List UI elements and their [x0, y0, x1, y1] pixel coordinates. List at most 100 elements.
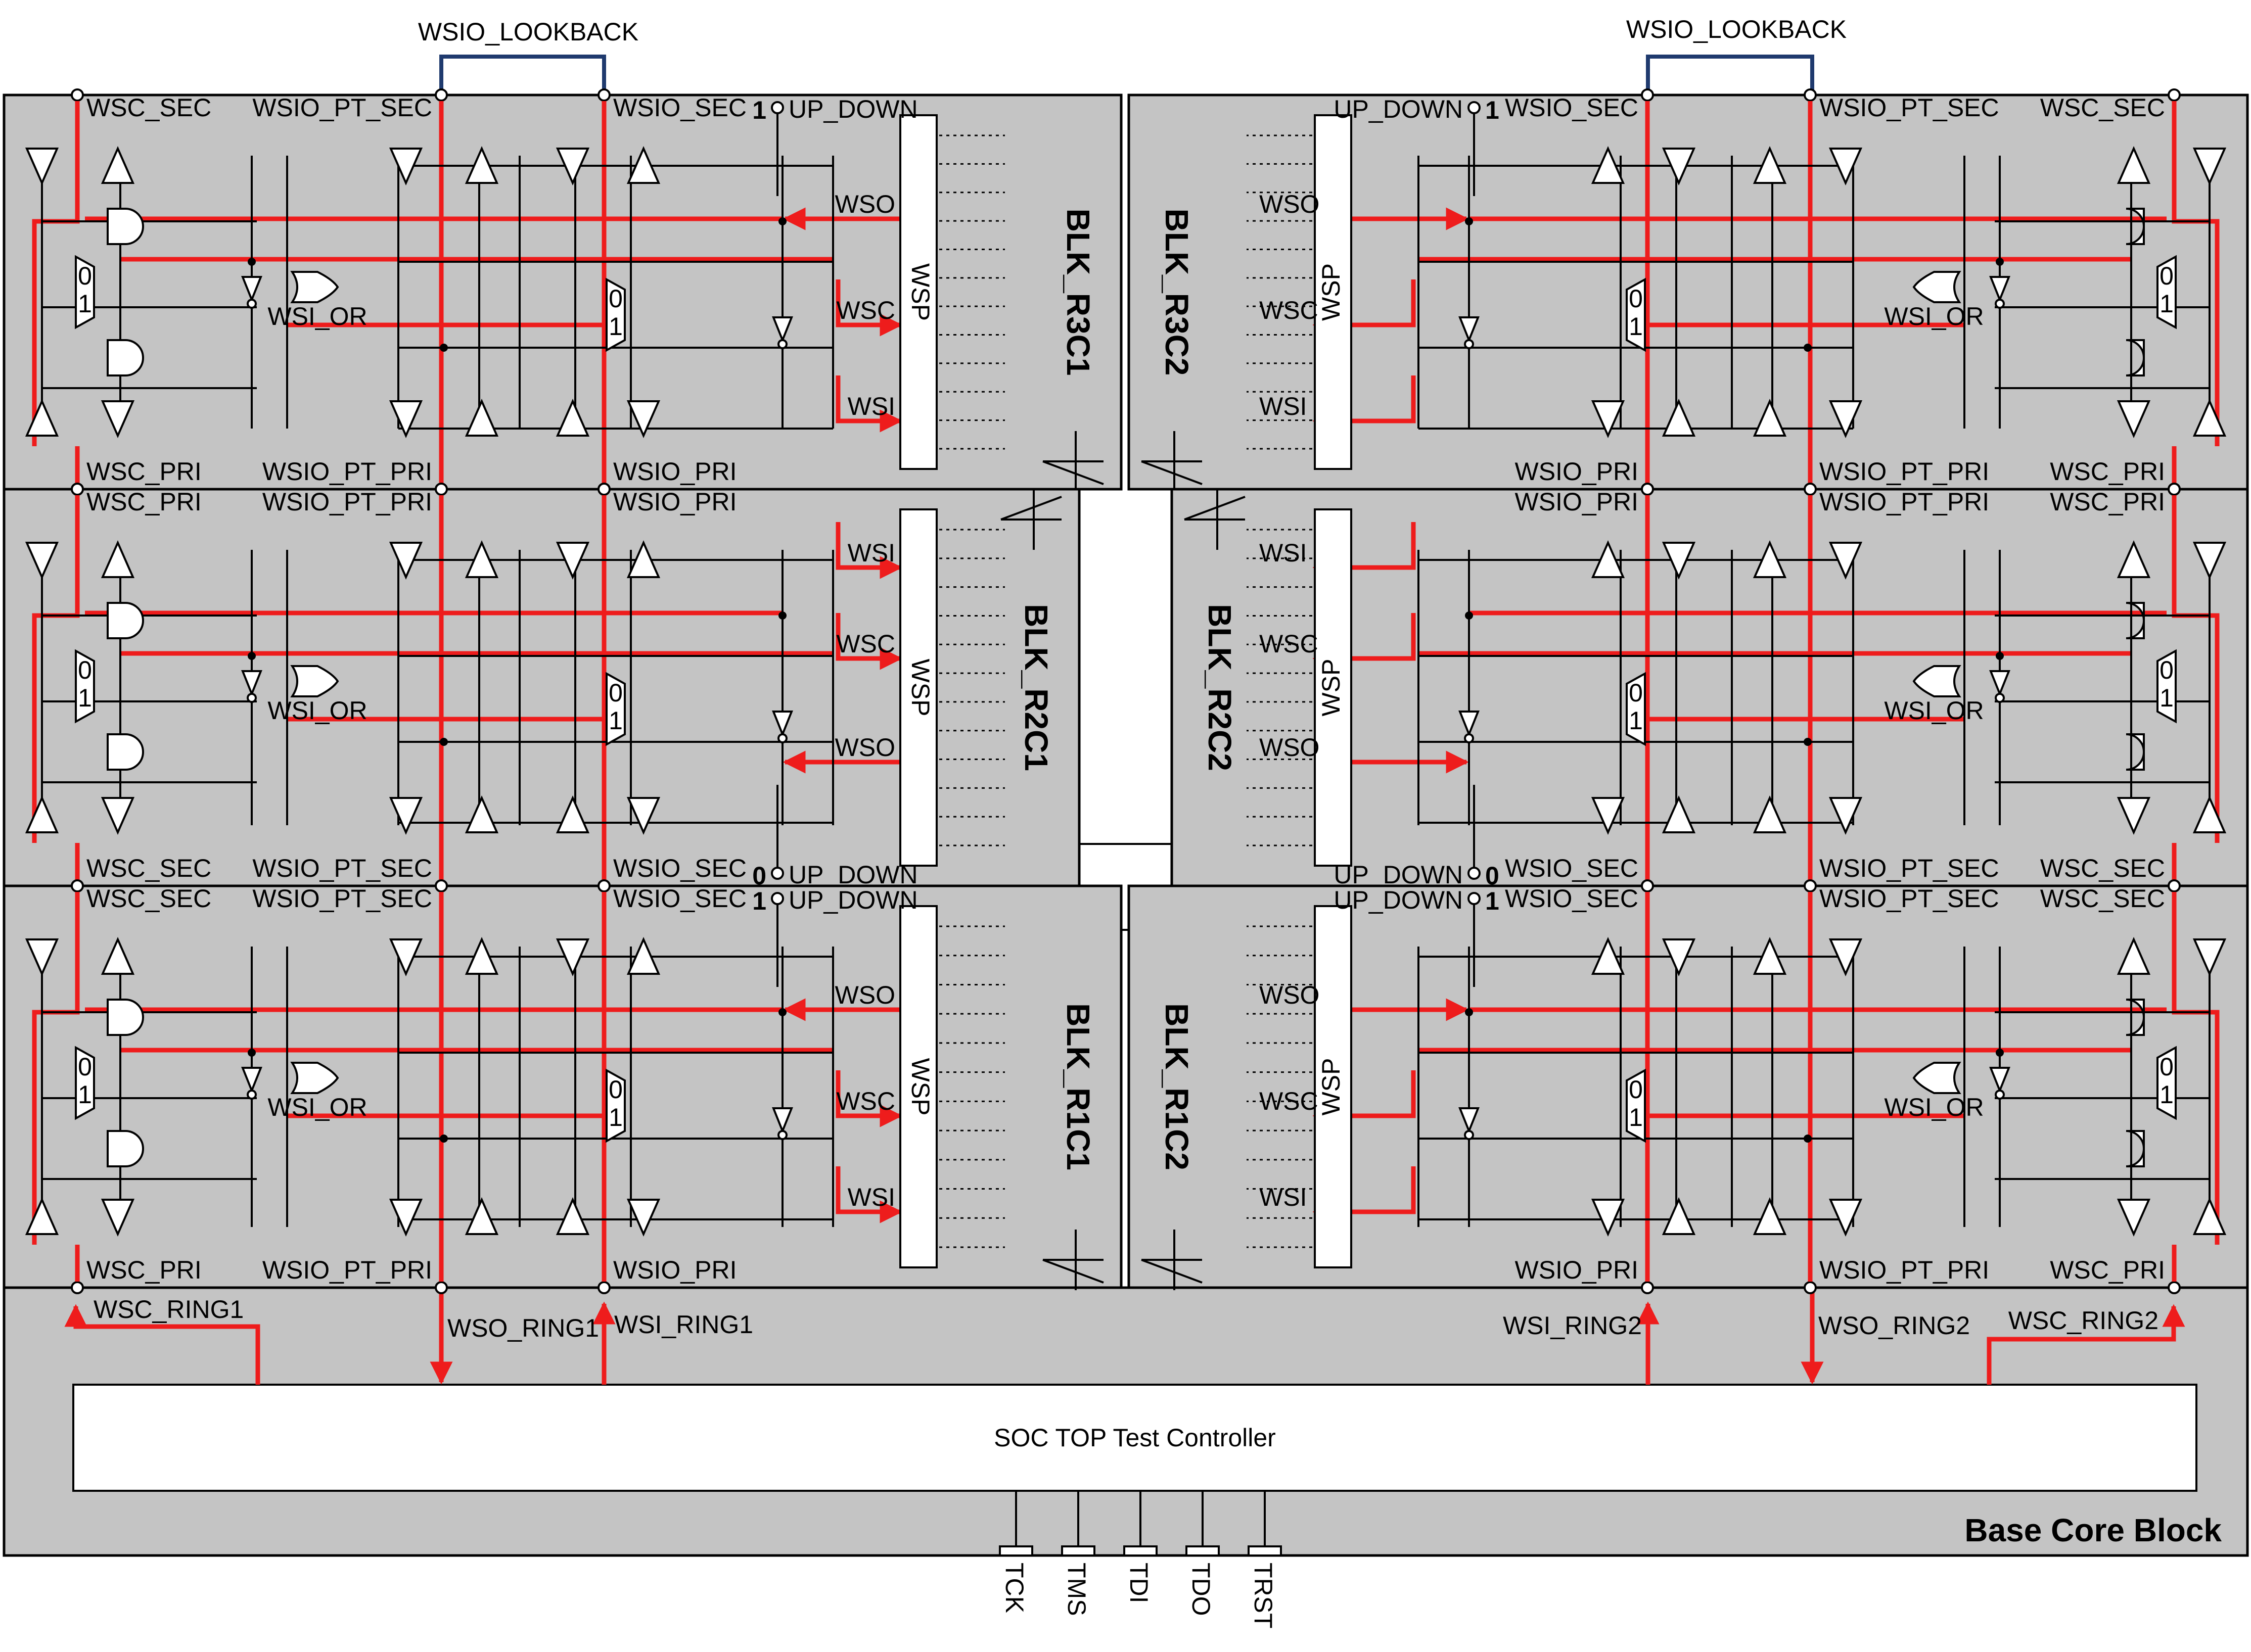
mux-input-label: 1 [78, 684, 92, 712]
wsp-signal-label: WSC [836, 1087, 895, 1115]
test-controller-box [72, 1384, 2197, 1492]
wsi-or-label: WSI_OR [267, 302, 367, 331]
buffer-gate [1828, 1199, 1863, 1237]
buffer-gate [626, 400, 661, 438]
buffer-gate [2117, 937, 2151, 975]
wsp-label: WSP [906, 263, 935, 321]
buffer-gate [1662, 795, 1696, 833]
and-gate [2126, 733, 2145, 771]
mux-input-label: 0 [2160, 262, 2174, 290]
buffer-gate [101, 937, 135, 975]
inverter-bubble [1464, 339, 1474, 349]
port-label: WSIO_SEC [1505, 884, 1638, 913]
buffer-gate [389, 797, 423, 835]
mux [606, 672, 626, 746]
or-gate [1912, 1062, 1961, 1094]
base-core-label: Base Core Block [1964, 1512, 2222, 1548]
buffer-gate [556, 1197, 590, 1235]
inverter-bubble [777, 1130, 788, 1140]
wsp-signal-label: WSI [1259, 1183, 1307, 1211]
buffer-gate [2192, 542, 2227, 580]
port-label: WSIO_PT_SEC [252, 884, 432, 913]
mux [2156, 255, 2177, 329]
port-label: WSC_PRI [86, 1256, 202, 1284]
inverter-gate [1458, 316, 1480, 343]
port-label: WSIO_SEC [613, 854, 747, 882]
junction-dot [778, 217, 787, 225]
buffer-gate [626, 1199, 661, 1237]
wsp-signal-label: WSC [1259, 1087, 1318, 1115]
inverter-bubble [1995, 693, 2005, 703]
port-label: WSC_SEC [86, 854, 211, 882]
buffer-gate [1753, 540, 1787, 578]
block-blk-r1c1: WSC_SECWSC_PRIWSIO_PT_SECWSIO_PT_PRIWSIO… [3, 879, 1123, 1294]
mux-input-label: 0 [1629, 679, 1643, 707]
wsi-or-label: WSI_OR [267, 696, 367, 725]
test-controller-label: SOC TOP Test Controller [994, 1424, 1276, 1452]
junction-dot [248, 652, 256, 660]
buffer-gate [389, 400, 423, 438]
junction-dot [440, 1135, 448, 1143]
mux [75, 649, 95, 724]
port-top [435, 879, 448, 892]
signal-paths [32, 892, 903, 1282]
and-gate [2126, 1130, 2145, 1167]
port-label: WSIO_PT_SEC [252, 854, 432, 882]
svg-text:TRST: TRST [1249, 1563, 1277, 1629]
wsp-signal-label: WSI [848, 539, 895, 567]
inverter-gate [241, 1067, 262, 1094]
port-label: WSC_SEC [86, 93, 211, 122]
port-label: WSIO_PT_PRI [262, 457, 432, 486]
buffer-gate [2117, 797, 2151, 835]
up-down-label: UP_DOWN [1334, 886, 1463, 914]
jtag-pin-tdo: TDO [1185, 1491, 1220, 1616]
buffer-gate [556, 148, 590, 185]
buffer-gate [1591, 797, 1625, 835]
port-label: WSIO_PT_SEC [1819, 854, 1999, 882]
buffer-gate [25, 938, 59, 976]
block-name-label: BLK_R3C2 [1159, 209, 1195, 376]
inverter-gate [1458, 711, 1480, 737]
orientation-mark [1184, 489, 1246, 550]
orientation-mark [1000, 489, 1062, 550]
and-gate [107, 999, 144, 1036]
jtag-pin-tdi: TDI [1123, 1491, 1158, 1603]
port-label: WSC_SEC [2040, 884, 2165, 913]
buffer-gate [1753, 146, 1787, 184]
buffer-gate [1828, 797, 1863, 835]
port-label: WSIO_PT_SEC [1819, 93, 1999, 122]
block-name-label: BLK_R1C2 [1159, 1003, 1195, 1170]
block-name-label: BLK_R2C1 [1018, 604, 1054, 771]
junction-dot [440, 344, 448, 352]
port-label: WSIO_PT_PRI [1819, 1256, 1989, 1284]
mux-input-label: 0 [609, 285, 623, 313]
port-label: WSC_PRI [86, 488, 202, 516]
block-blk-r3c2: WSC_SECWSC_PRIWSIO_PT_SECWSIO_PT_PRIWSIO… [1127, 88, 2249, 496]
port-label: WSC_SEC [86, 884, 211, 913]
block-blk-r2c2: WSC_PRIWSC_SECWSIO_PT_PRIWSIO_PT_SECWSIO… [1170, 483, 2249, 892]
inverter-bubble [1995, 299, 2005, 309]
mux-input-label: 1 [2160, 290, 2174, 318]
mux-input-label: 1 [609, 312, 623, 341]
mux [2156, 1046, 2177, 1120]
buffer-gate [2192, 148, 2227, 185]
up-down-label: UP_DOWN [789, 861, 918, 889]
lookback-label-right: WSIO_LOOKBACK [1626, 15, 1847, 43]
orientation-mark [1141, 1230, 1203, 1290]
wso-ring1-label: WSO_RING1 [447, 1314, 599, 1342]
junction-dot [778, 1008, 787, 1016]
buffer-gate [1662, 542, 1696, 580]
buffer-gate [25, 795, 59, 833]
buffer-gate [25, 542, 59, 580]
junction-dot [1996, 258, 2004, 266]
port-bottom [71, 1281, 84, 1294]
svg-text:TCK: TCK [1000, 1563, 1029, 1613]
wsp-signal-label: WSC [1259, 296, 1318, 324]
port-label: WSIO_PT_SEC [252, 93, 432, 122]
port-label: WSIO_PT_PRI [1819, 457, 1989, 486]
up-down-value: 1 [1485, 96, 1499, 124]
mux-input-label: 1 [78, 1080, 92, 1109]
signal-paths [32, 101, 903, 483]
